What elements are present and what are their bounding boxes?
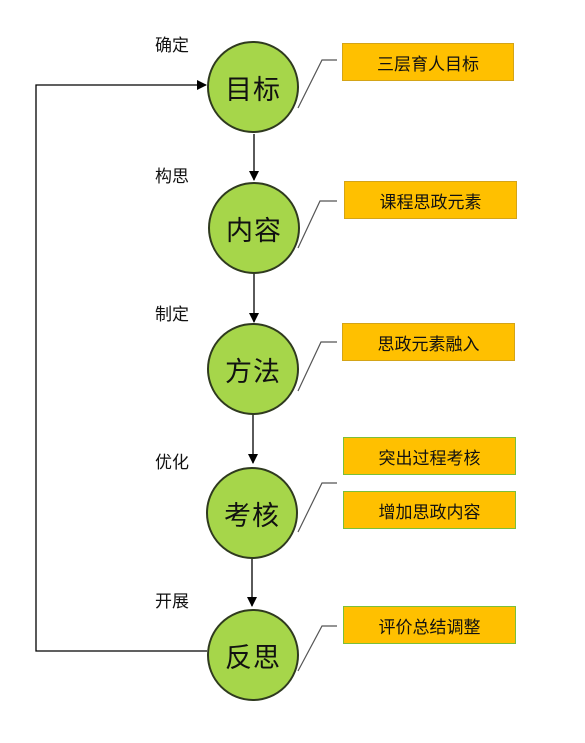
verb-optimize: 优化	[155, 453, 189, 473]
note-three-level-goals: 三层育人目标	[342, 43, 514, 81]
verb-carry-out: 开展	[155, 592, 189, 612]
note-add-ideological-content: 增加思政内容	[343, 491, 516, 529]
callout-line-method	[297, 341, 337, 392]
callout-line-goal	[297, 59, 337, 109]
verb-confirm: 确定	[155, 36, 189, 56]
verb-formulate: 制定	[155, 305, 189, 325]
verb-conceive: 构思	[155, 167, 189, 187]
node-assessment: 考核	[206, 467, 298, 559]
note-process-assessment: 突出过程考核	[343, 437, 516, 475]
callout-line-content	[297, 200, 337, 249]
note-elements-integration: 思政元素融入	[342, 323, 515, 361]
node-goal: 目标	[207, 41, 299, 133]
feedback-loop-arrow	[35, 80, 207, 652]
note-ideological-elements: 课程思政元素	[344, 181, 517, 219]
callout-line-reflection	[297, 625, 337, 672]
node-content: 内容	[208, 182, 300, 274]
node-method: 方法	[207, 323, 299, 415]
callout-line-assessment	[297, 482, 337, 533]
note-evaluate-adjust: 评价总结调整	[343, 606, 516, 644]
node-reflection: 反思	[207, 609, 299, 701]
